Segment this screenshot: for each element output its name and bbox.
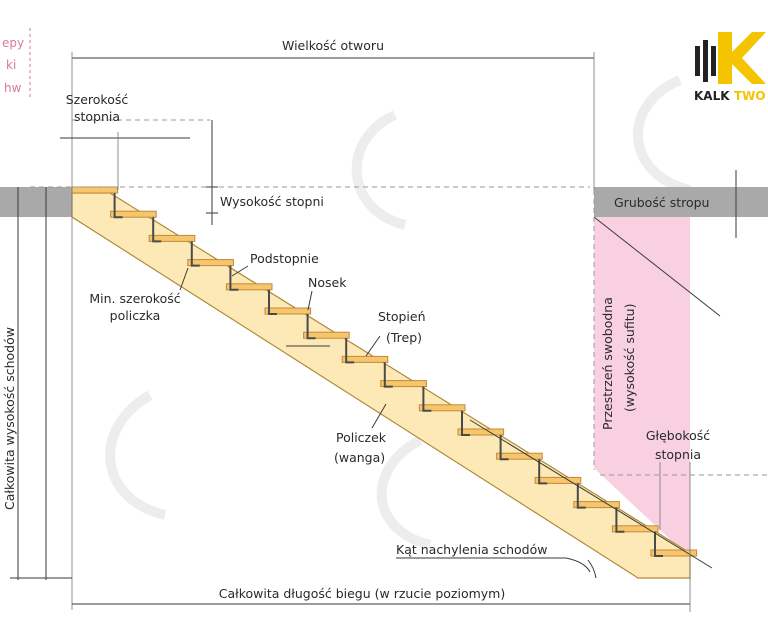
step-tread [225, 283, 273, 291]
min-stringer-width-label-line1: Min. szerokość [89, 291, 180, 306]
left-edge-fragment: epy ki hw [2, 28, 31, 100]
step-riser [422, 386, 432, 412]
step-tread [187, 259, 234, 267]
step-tread [380, 380, 427, 388]
step-tread [71, 186, 119, 194]
step-tread [110, 210, 157, 218]
step-tread [496, 452, 543, 460]
stringer-label-line1: Policzek [336, 430, 387, 445]
min-stringer-width-label-line2: policzka [110, 308, 161, 323]
step-riser [499, 435, 509, 461]
nosing-label: Nosek [308, 275, 347, 290]
step-tread [650, 549, 698, 557]
step-riser [538, 459, 548, 485]
floor-thickness-label: Grubość stropu [614, 195, 709, 210]
background-watermark [105, 75, 692, 550]
nosing-leader [307, 290, 313, 311]
step-leader [365, 335, 381, 357]
stair-angle-leader [565, 557, 591, 573]
edge-fragment-2: ki [6, 58, 16, 72]
step-riser [152, 217, 162, 243]
step-riser [461, 410, 470, 436]
stair-angle-arc [587, 559, 597, 579]
logo-bar-2 [703, 40, 708, 82]
min-stringer-width-leader [179, 267, 189, 291]
stringer-leader [371, 403, 387, 429]
headroom-line-top [593, 216, 721, 317]
tread-depth-label-line1: Głębokość [646, 428, 710, 443]
free-space-zone [594, 217, 690, 558]
headroom-line-bottom [469, 419, 713, 569]
step-riser [113, 193, 123, 219]
total-height-label: Całkowita wysokość schodów [2, 327, 17, 510]
step-tread [573, 501, 620, 509]
edge-fragment-1: epy [2, 36, 24, 50]
opening-size-label: Wielkość otworu [282, 38, 384, 53]
total-run-label: Całkowita długość biegu (w rzucie poziom… [219, 586, 506, 601]
step-riser [345, 338, 355, 364]
tread-width-label-line1: Szerokość [66, 92, 129, 107]
step-tread [148, 234, 196, 242]
step-riser [268, 289, 277, 315]
step-label-line1: Stopień [378, 309, 426, 324]
tread-width-label-line2: stopnia [74, 109, 120, 124]
ceiling-slab-right [594, 187, 768, 217]
step-riser [190, 241, 200, 267]
step-tread [341, 355, 389, 363]
logo-k-shape [718, 32, 766, 84]
riser-leader [231, 265, 249, 277]
logo-bar-3 [711, 46, 716, 76]
step-label-line2: (Trep) [386, 330, 422, 345]
ceiling-slab-left [0, 187, 72, 217]
step-tread [457, 428, 505, 436]
step-riser [576, 483, 586, 509]
step-tread [264, 307, 312, 315]
kalktwo-logo: KALK TWO [694, 32, 766, 103]
stair-angle-label: Kąt nachylenia schodów [396, 542, 547, 557]
riser-label: Podstopnie [250, 251, 319, 266]
step-tread [534, 476, 582, 484]
step-riser [383, 362, 393, 388]
step-tread [611, 525, 659, 533]
logo-bar-1 [695, 46, 700, 76]
step-riser [654, 531, 663, 557]
free-space-label-line1: Przestrzeń swobodna [600, 297, 615, 430]
logo-text-accent: TWO [734, 89, 766, 103]
step-riser [615, 507, 625, 533]
edge-fragment-3: hw [4, 81, 22, 95]
tread-depth-label-line2: stopnia [655, 447, 701, 462]
logo-text-main: KALK [694, 89, 730, 103]
step-tread [418, 404, 466, 412]
step-riser [306, 314, 316, 340]
stringer-label-line2: (wanga) [334, 450, 385, 465]
step-riser [229, 265, 239, 291]
step-height-label: Wysokość stopni [220, 194, 324, 209]
free-space-label-line2: (wysokość sufitu) [622, 304, 637, 412]
step-tread [303, 331, 350, 339]
